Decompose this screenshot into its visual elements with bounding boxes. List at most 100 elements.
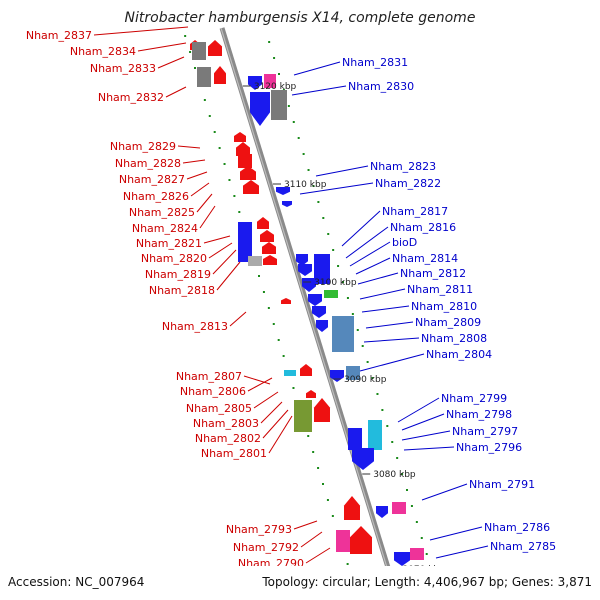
gene-label-left: Nham_2826	[123, 190, 189, 203]
gene-label-left: Nham_2825	[129, 206, 195, 219]
gene-feature	[260, 230, 274, 242]
gene-feature	[257, 217, 269, 229]
gene-label-left: Nham_2801	[201, 447, 267, 460]
gene-label-leader	[177, 145, 201, 149]
track-dot	[420, 537, 423, 539]
gene-feature	[368, 420, 382, 450]
gene-feature	[410, 548, 424, 560]
left-gene-labels: Nham_2837Nham_2834Nham_2833Nham_2832Nham…	[26, 26, 331, 570]
track-dot	[292, 387, 295, 389]
gene-feature	[262, 242, 276, 254]
track-dot	[258, 275, 261, 277]
gene-label-right: Nham_2831	[342, 56, 408, 69]
map-title: Nitrobacter hamburgensis X14, complete g…	[125, 10, 476, 26]
gene-feature	[192, 42, 206, 60]
gene-label-leader	[165, 86, 187, 98]
track-dot	[208, 115, 211, 117]
gene-feature	[240, 166, 256, 180]
gene-label-leader	[186, 171, 208, 180]
track-dot	[327, 233, 330, 235]
track-dot	[213, 131, 216, 133]
track-dot	[391, 441, 394, 443]
gene-label-leader	[262, 409, 289, 439]
gene-feature	[314, 398, 330, 422]
gene-label-leader	[315, 165, 369, 177]
track-dot	[317, 201, 320, 203]
gene-feature	[294, 400, 312, 432]
track-dot	[386, 425, 389, 427]
gene-label-right: Nham_2797	[452, 425, 518, 438]
track-dot	[346, 297, 349, 299]
gene-feature	[238, 154, 252, 168]
track-dot	[228, 179, 231, 181]
genome-summary-text: Topology: circular; Length: 4,406,967 bp…	[261, 575, 592, 589]
gene-feature	[376, 506, 388, 518]
gene-label-leader	[293, 61, 341, 76]
track-dot	[332, 249, 335, 251]
gene-feature	[248, 256, 262, 266]
gene-feature	[352, 448, 374, 470]
gene-label-right: Nham_2804	[426, 348, 492, 361]
gene-label-leader	[208, 242, 233, 259]
gene-label-left: Nham_2820	[141, 252, 207, 265]
gene-feature	[308, 294, 322, 306]
track-dot	[268, 41, 271, 43]
gene-feature	[282, 201, 292, 207]
gene-label-left: Nham_2827	[119, 173, 185, 186]
gene-feature	[284, 370, 296, 376]
gene-label-leader	[397, 397, 440, 423]
genome-backbone	[219, 27, 401, 600]
gene-label-left: Nham_2834	[70, 45, 136, 58]
gene-label-left: Nham_2821	[136, 237, 202, 250]
gene-label-left: Nham_2837	[26, 29, 92, 42]
gene-label-right: Nham_2786	[484, 521, 550, 534]
track-dot	[297, 137, 300, 139]
gene-label-left: Nham_2805	[186, 402, 252, 415]
gene-label-leader	[403, 446, 455, 451]
gene-feature	[238, 222, 252, 262]
gene-label-leader	[293, 520, 318, 530]
gene-label-leader	[260, 401, 283, 424]
genome-backbone-highlight	[220, 27, 398, 600]
gene-feature	[306, 390, 316, 398]
track-dot	[194, 67, 197, 69]
gene-label-leader	[421, 483, 468, 501]
gene-feature	[336, 530, 350, 552]
gene-label-right: Nham_2798	[446, 408, 512, 421]
track-dot	[376, 393, 379, 395]
gene-features	[190, 40, 424, 566]
gene-label-right: Nham_2816	[390, 221, 456, 234]
gene-feature	[316, 320, 328, 332]
gene-feature	[263, 255, 277, 265]
gene-label-leader	[291, 85, 347, 96]
gene-label-left: Nham_2829	[110, 140, 176, 153]
track-dot	[366, 361, 369, 363]
gene-feature	[250, 92, 270, 126]
track-dot	[302, 153, 305, 155]
right-gene-labels: Nham_2831Nham_2830Nham_2823Nham_2822Nham…	[291, 56, 556, 559]
gene-label-leader	[182, 159, 206, 164]
gene-label-right: Nham_2808	[421, 332, 487, 345]
gene-label-left: Nham_2802	[195, 432, 261, 445]
gene-label-left: Nham_2806	[180, 385, 246, 398]
gene-label-leader	[268, 415, 293, 454]
gene-label-leader	[203, 235, 231, 244]
gene-label-right: Nham_2785	[490, 540, 556, 553]
track-dot	[189, 51, 192, 53]
scale-tick-label: 3080 kbp	[373, 470, 416, 480]
track-dot	[331, 515, 334, 517]
gene-label-leader	[361, 305, 410, 313]
track-dot	[233, 195, 236, 197]
track-dot	[223, 163, 226, 165]
gene-feature	[348, 428, 362, 450]
track-dot	[371, 377, 374, 379]
gene-feature	[208, 40, 222, 56]
gene-feature	[346, 366, 360, 380]
gene-feature	[312, 306, 326, 318]
track-dot	[342, 281, 345, 283]
scale-tick-label: 3110 kbp	[284, 180, 327, 190]
gene-label-leader	[247, 377, 273, 392]
track-dot	[326, 499, 329, 501]
gene-label-leader	[93, 26, 189, 36]
